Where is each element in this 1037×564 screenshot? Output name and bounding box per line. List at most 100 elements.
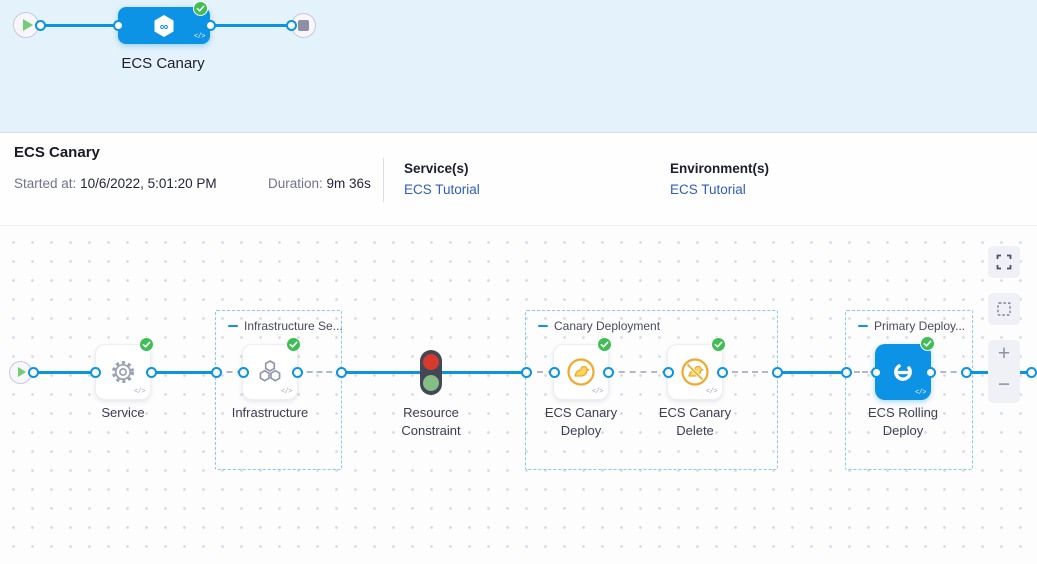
gear-icon [112, 361, 134, 383]
collapse-icon[interactable] [228, 325, 238, 327]
environments-label: Environment(s) [670, 161, 770, 176]
zoom-controls: + − [988, 340, 1020, 403]
duration-label: Duration: [268, 176, 323, 191]
connector-port [112, 19, 124, 31]
zoom-in-button[interactable]: + [997, 342, 1011, 365]
collapse-icon[interactable] [538, 325, 548, 327]
svg-text:∞: ∞ [160, 19, 169, 33]
connector-port [548, 366, 560, 378]
stage-node-ecs-canary[interactable]: ∞ </> [118, 1, 210, 44]
connector-line [151, 370, 216, 374]
connector-line [33, 370, 95, 374]
connector-port [771, 366, 783, 378]
pipeline-title: ECS Canary [14, 144, 100, 161]
step-node-ecs-rolling-deploy[interactable]: </> [875, 336, 935, 400]
connector-port [335, 366, 347, 378]
connector-port [27, 366, 39, 378]
started-at-value: 10/6/2022, 5:01:20 PM [80, 176, 217, 191]
connector-port [210, 366, 222, 378]
step-group-header[interactable]: Infrastructure Se... [228, 319, 343, 333]
step-label: ECS Rolling Deploy [867, 405, 939, 438]
dashed-connector-line [297, 371, 342, 373]
code-icon: </> [591, 388, 604, 396]
environments-link[interactable]: ECS Tutorial [670, 182, 746, 197]
step-group-header[interactable]: Primary Deploy... [858, 319, 965, 333]
connector-port [204, 19, 216, 31]
fullscreen-button[interactable] [988, 246, 1020, 278]
stop-icon [297, 19, 309, 31]
connector-port [716, 366, 728, 378]
dashed-connector-line [722, 371, 778, 373]
success-check-icon [920, 336, 935, 351]
started-at: Started at: 10/6/2022, 5:01:20 PM [14, 176, 217, 191]
resource-constraint-node[interactable] [420, 350, 442, 395]
connector-port [924, 366, 936, 378]
step-group-primary-deployment[interactable]: Primary Deploy... [845, 310, 973, 470]
connector-port [870, 366, 882, 378]
cd-stage-icon: ∞ [154, 14, 174, 37]
step-group-header[interactable]: Canary Deployment [538, 319, 660, 333]
connector-line [40, 24, 119, 27]
step-node-ecs-canary-deploy[interactable]: </> [553, 337, 612, 400]
connector-port [840, 366, 852, 378]
zoom-out-button[interactable]: − [997, 373, 1011, 396]
connector-port [662, 366, 674, 378]
step-group-canary-deployment[interactable]: Canary Deployment [525, 310, 778, 470]
canary-delete-icon [681, 358, 709, 386]
started-at-label: Started at: [14, 176, 77, 191]
connector-port [960, 366, 972, 378]
success-check-icon [193, 1, 208, 16]
success-check-icon [711, 337, 726, 352]
play-icon [22, 19, 33, 31]
step-label: Infrastructure [231, 405, 309, 420]
dashed-connector-line [216, 371, 243, 373]
dashed-connector-line [608, 371, 668, 373]
fullscreen-icon [996, 254, 1012, 270]
execution-header: ECS Canary Started at: 10/6/2022, 5:01:2… [0, 134, 1037, 226]
success-check-icon [286, 337, 301, 352]
stage-pipeline-canvas[interactable]: ∞ </> ECS Canary [0, 0, 1037, 133]
connector-line [210, 24, 291, 27]
step-label: Resource Constraint [401, 405, 461, 438]
step-label: Service [101, 405, 145, 420]
step-label: ECS Canary Delete [658, 405, 732, 438]
traffic-light-green [423, 375, 439, 391]
step-label: ECS Canary Deploy [544, 405, 618, 438]
play-icon [17, 367, 26, 377]
services-link[interactable]: ECS Tutorial [404, 182, 480, 197]
traffic-light-red [423, 354, 439, 370]
ecs-rolling-icon [894, 363, 912, 381]
connector-port [285, 19, 297, 31]
connector-port [237, 366, 249, 378]
step-node-service[interactable]: </> [95, 337, 154, 400]
code-icon: </> [193, 33, 206, 41]
success-check-icon [139, 337, 154, 352]
dashed-connector-line [846, 371, 876, 373]
code-icon: </> [705, 388, 718, 396]
code-icon: </> [280, 388, 293, 396]
canary-deploy-icon [567, 358, 595, 386]
duration: Duration: 9m 36s [268, 176, 371, 191]
dashed-connector-line [930, 371, 967, 373]
execution-graph-canvas[interactable]: Infrastructure Se... Canary Deployment P… [0, 226, 1037, 564]
services-label: Service(s) [404, 161, 469, 176]
collapse-icon[interactable] [858, 325, 868, 327]
dashed-connector-line [526, 371, 554, 373]
connector-port [602, 366, 614, 378]
marquee-select-icon [997, 302, 1011, 316]
connector-port [520, 366, 532, 378]
connector-port [291, 366, 303, 378]
fit-to-view-button[interactable] [988, 293, 1020, 325]
infrastructure-icon [259, 360, 281, 382]
step-group-infrastructure[interactable]: Infrastructure Se... [215, 310, 343, 470]
connector-port [34, 19, 46, 31]
step-node-infrastructure[interactable]: </> [242, 337, 301, 400]
connector-line [442, 370, 526, 374]
step-node-ecs-canary-delete[interactable]: </> [667, 337, 726, 400]
connector-line [341, 370, 420, 374]
connector-port [89, 366, 101, 378]
connector-port [145, 366, 157, 378]
header-divider [383, 158, 384, 202]
code-icon: </> [914, 389, 927, 397]
connector-line [777, 370, 846, 374]
